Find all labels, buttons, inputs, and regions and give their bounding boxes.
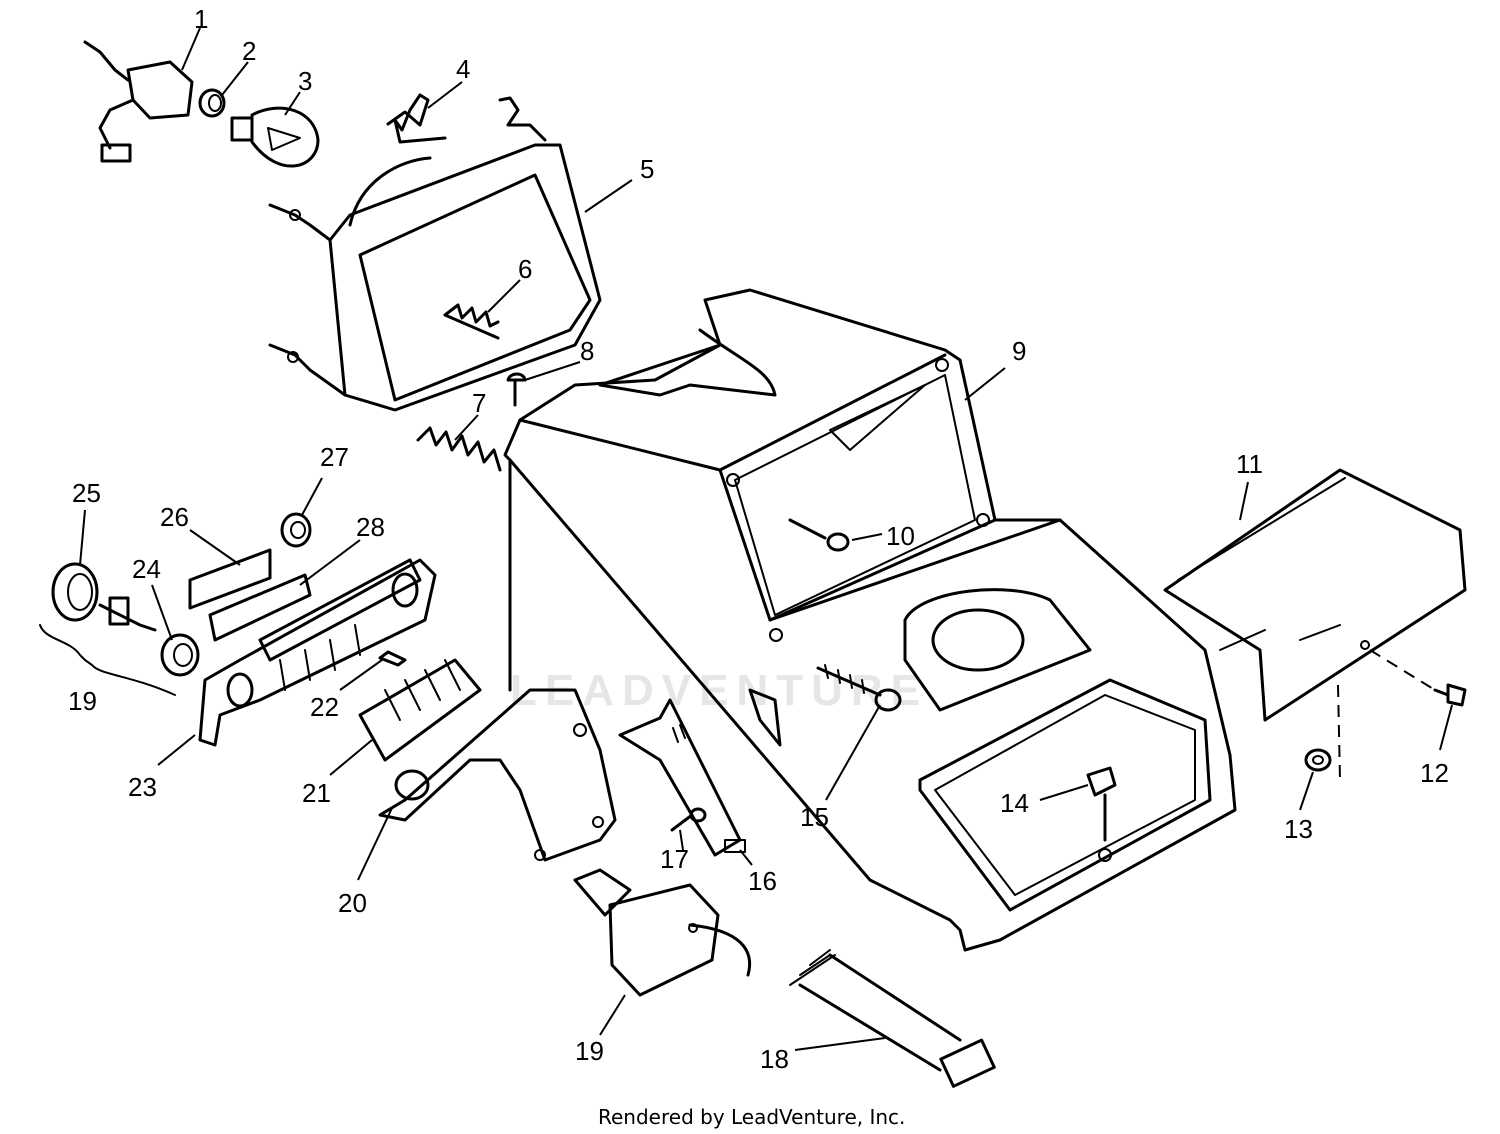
callout-17: 17 [660,844,689,874]
part-socket [83,40,194,163]
part-spring-upper [443,303,500,340]
part-ribbon-cable [789,949,996,1088]
part-ring-27 [280,512,312,548]
callout-5: 5 [640,154,654,184]
part-ignition-switch [573,868,752,997]
callout-3: 3 [298,66,312,96]
callout-26: 26 [160,502,189,532]
leader-lines [79,27,1453,1051]
part-headlight-housing [268,96,602,412]
callout-27: 27 [320,442,349,472]
callout-11: 11 [1236,449,1263,479]
callout-20: 20 [338,888,367,918]
part-cover-plate [1163,468,1467,722]
callout-6: 6 [518,254,532,284]
part-nut-24 [160,633,200,677]
group-brace [39,624,176,696]
callout-25: 25 [72,478,101,508]
part-ring [198,88,226,118]
callout-8: 8 [580,336,594,366]
part-screw-8 [506,372,527,407]
callout-7: 7 [472,388,486,418]
callout-16: 16 [748,866,777,896]
part-clip-14 [1086,766,1117,842]
callout-14: 14 [1000,788,1029,818]
watermark-text: LEADVENTURE [510,666,928,715]
callout-28: 28 [356,512,385,542]
part-label [188,548,272,610]
callout-19-group: 19 [68,686,97,716]
callout-21: 21 [302,778,331,808]
footer-credit: Rendered by LeadVenture, Inc. [598,1105,905,1129]
part-console-hood [503,288,1237,952]
part-plate-28 [208,573,312,642]
part-bracket [378,688,617,862]
callout-2: 2 [242,36,256,66]
part-connector [618,698,746,857]
callout-12: 12 [1420,758,1449,788]
part-screw-15 [816,664,902,712]
callout-22: 22 [310,692,339,722]
part-pin [378,650,407,667]
part-screw-17 [670,807,707,832]
part-switch-block [358,658,482,762]
part-thumb-screw [1433,683,1467,707]
part-washer [1304,748,1332,772]
callout-9: 9 [1012,336,1026,366]
callout-24: 24 [132,554,161,584]
callout-1: 1 [194,4,208,34]
part-spring-lower [416,426,502,472]
part-panel-base [198,558,437,747]
callout-23: 23 [128,772,157,802]
callout-4: 4 [456,54,470,84]
part-bulb [230,106,320,168]
callout-15: 15 [800,802,829,832]
callout-13: 13 [1284,814,1313,844]
part-screw-10 [788,518,850,552]
part-wire-clip [386,93,447,144]
callout-18: 18 [760,1044,789,1074]
callout-10: 10 [886,521,915,551]
callout-labels: 1 2 3 4 5 6 7 8 9 10 11 12 13 14 15 16 1… [68,4,1449,1074]
callout-19-switch: 19 [575,1036,604,1066]
part-key-knob [51,562,157,632]
